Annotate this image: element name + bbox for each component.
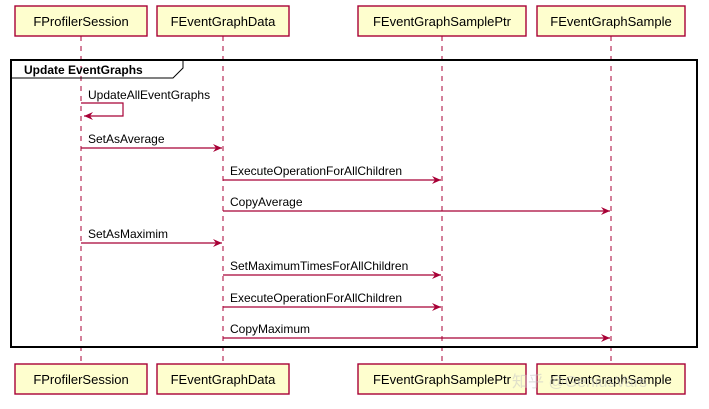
message-label: CopyMaximum — [230, 322, 310, 336]
message-label: SetAsMaximim — [88, 227, 168, 241]
message-label: ExecuteOperationForAllChildren — [230, 164, 402, 178]
group-label-tab — [11, 60, 184, 79]
participant-box-fegd-top — [156, 5, 290, 37]
message-arrow — [81, 102, 124, 120]
participant-box-fps-bottom — [14, 363, 148, 395]
participant-box-fegsp-top — [357, 5, 527, 37]
participant-label-fegs-bottom: FEventGraphSample — [550, 372, 671, 387]
message-label: SetAsAverage — [88, 132, 165, 146]
participant-box-fegsp-bottom — [357, 363, 527, 395]
message-label: CopyAverage — [230, 195, 303, 209]
participant-label-fegsp-top: FEventGraphSamplePtr — [373, 14, 512, 29]
message-label: UpdateAllEventGraphs — [88, 88, 210, 102]
participant-box-fps-top — [14, 5, 148, 37]
participant-label-fps-bottom: FProfilerSession — [33, 372, 128, 387]
participant-label-fps-top: FProfilerSession — [33, 14, 128, 29]
message-label: SetMaximumTimesForAllChildren — [230, 259, 408, 273]
participant-label-fegs-top: FEventGraphSample — [550, 14, 671, 29]
participant-box-fegs-bottom — [536, 363, 686, 395]
participant-label-fegsp-bottom: FEventGraphSamplePtr — [373, 372, 512, 387]
group-label: Update EventGraphs — [24, 63, 143, 77]
participant-box-fegs-top — [536, 5, 686, 37]
participant-box-fegd-bottom — [156, 363, 290, 395]
watermark: 知乎 @GeniusVars — [512, 373, 647, 391]
participant-label-fegd-bottom: FEventGraphData — [171, 372, 277, 387]
group-frame — [10, 59, 698, 348]
participant-label-fegd-top: FEventGraphData — [171, 14, 277, 29]
message-label: ExecuteOperationForAllChildren — [230, 291, 402, 305]
